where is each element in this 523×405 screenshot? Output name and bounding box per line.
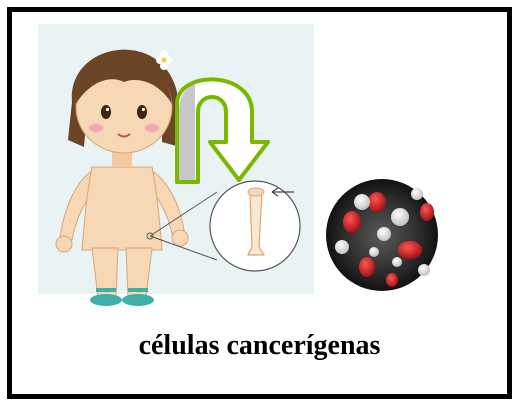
girl-illustration	[56, 50, 188, 306]
curved-arrow-icon	[177, 79, 268, 182]
card-frame: células cancerígenas	[7, 7, 512, 399]
caption-text: células cancerígenas	[12, 330, 507, 362]
blood-cells-microscope	[326, 179, 438, 291]
